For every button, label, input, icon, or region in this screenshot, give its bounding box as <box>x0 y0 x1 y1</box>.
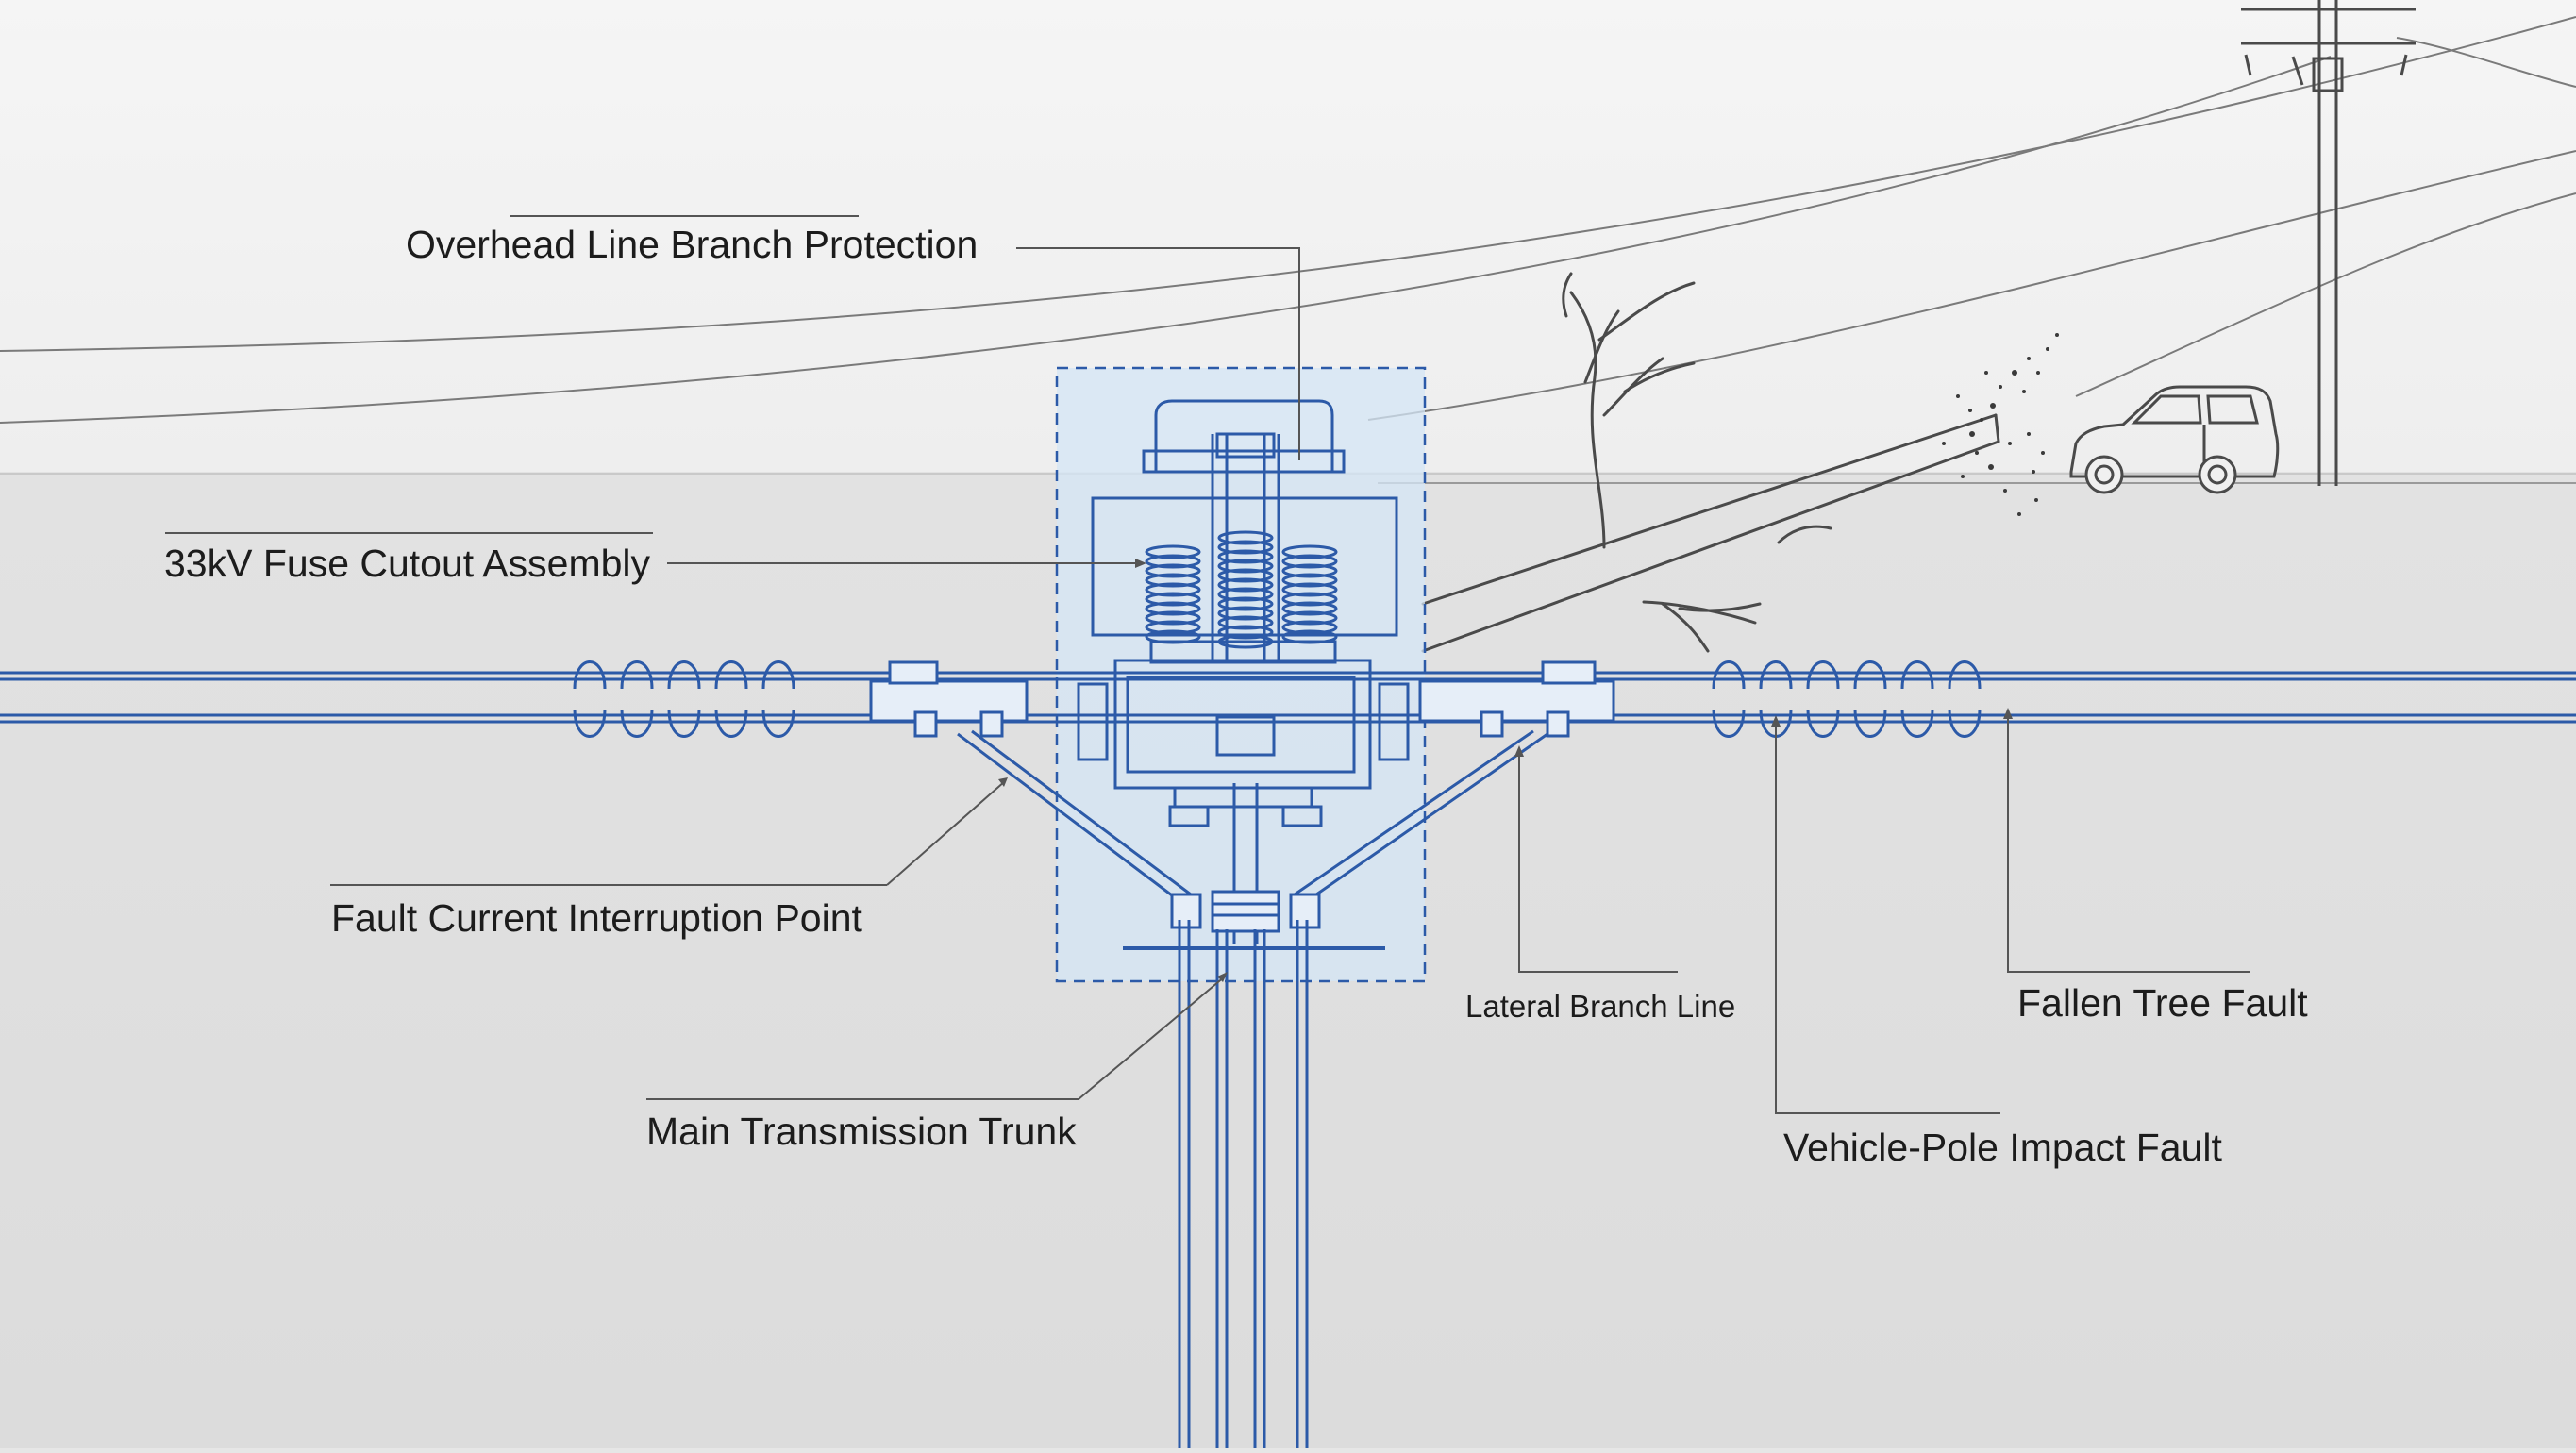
spring-turn <box>1281 601 1338 616</box>
coil-loop <box>1948 660 1982 690</box>
spring-turn <box>1217 587 1274 602</box>
label-fallen-tree-fault: Fallen Tree Fault <box>2017 981 2308 1025</box>
main-trunk <box>1178 920 1309 1448</box>
insulator-coils <box>573 660 1982 738</box>
coil-loop <box>667 709 701 738</box>
spring-turn <box>1281 610 1338 626</box>
coil-loop <box>573 660 607 690</box>
fuse-springs <box>1145 530 1338 649</box>
coil-loop <box>714 709 748 738</box>
spring-turn <box>1281 592 1338 607</box>
coil-loop <box>620 709 654 738</box>
label-lateral-branch-line: Lateral Branch Line <box>1465 989 1735 1024</box>
spring-turn <box>1145 582 1201 597</box>
spring-turn <box>1217 530 1274 545</box>
vehicle <box>2069 385 2280 494</box>
spring-turn <box>1217 577 1274 593</box>
overhead-conductors <box>0 16 2576 424</box>
fallen-tree <box>1421 272 2000 653</box>
spring-turn <box>1217 559 1274 574</box>
label-33kv-fuse-cutout-assembly: 33kV Fuse Cutout Assembly <box>164 542 651 585</box>
coil-loop <box>1759 660 1793 690</box>
spring-turn <box>1281 554 1338 569</box>
spring-turn <box>1145 563 1201 578</box>
impact-debris <box>1942 333 2059 516</box>
label-fault-current-interruption-point: Fault Current Interruption Point <box>331 896 862 940</box>
coil-loop <box>1853 709 1887 738</box>
fuse-cutout-body <box>1077 399 1410 827</box>
coil-loop <box>1900 660 1934 690</box>
crossarm-clamps <box>869 660 1615 738</box>
spring-turn <box>1217 615 1274 630</box>
spring-turn <box>1217 634 1274 649</box>
spring-turn <box>1217 540 1274 555</box>
spring-turn <box>1145 544 1201 559</box>
spring-turn <box>1281 620 1338 635</box>
spring-turn <box>1217 606 1274 621</box>
spring-turn <box>1145 592 1201 607</box>
spring-turn <box>1217 596 1274 611</box>
spring-turn <box>1145 601 1201 616</box>
spring-turn <box>1281 573 1338 588</box>
coil-loop <box>1712 709 1746 738</box>
fuse-cutout-highlight <box>1055 366 1427 983</box>
spring-turn <box>1281 582 1338 597</box>
fuse-bottom-holder <box>1123 890 1385 950</box>
label-overhead-line-branch-protection: Overhead Line Branch Protection <box>406 223 978 266</box>
spring-turn <box>1145 573 1201 588</box>
coil-loop <box>761 709 795 738</box>
coil-loop <box>1806 660 1840 690</box>
leader-arrowheads <box>998 559 2013 982</box>
leader-lines <box>165 215 2250 1114</box>
coil-loop <box>1806 709 1840 738</box>
spring-turn <box>1145 620 1201 635</box>
coil-loop <box>714 660 748 690</box>
spring-turn <box>1145 610 1201 626</box>
coil-loop <box>761 660 795 690</box>
coil-loop <box>1948 709 1982 738</box>
spring-turn <box>1281 563 1338 578</box>
coil-loop <box>1853 660 1887 690</box>
spring-turn <box>1217 568 1274 583</box>
spring-turn <box>1145 554 1201 569</box>
utility-pole <box>2241 0 2416 486</box>
spring-turn <box>1281 629 1338 644</box>
coil-loop <box>1712 660 1746 690</box>
spring-turn <box>1145 629 1201 644</box>
spring-turn <box>1217 625 1274 640</box>
lateral-conductors <box>0 671 2576 724</box>
coil-loop <box>620 660 654 690</box>
spring-turn <box>1281 544 1338 559</box>
label-vehicle-pole-impact-fault: Vehicle-Pole Impact Fault <box>1783 1126 2223 1169</box>
coil-loop <box>1900 709 1934 738</box>
coil-loop <box>667 660 701 690</box>
spring-turn <box>1217 549 1274 564</box>
coil-loop <box>573 709 607 738</box>
label-main-transmission-trunk: Main Transmission Trunk <box>646 1110 1077 1153</box>
